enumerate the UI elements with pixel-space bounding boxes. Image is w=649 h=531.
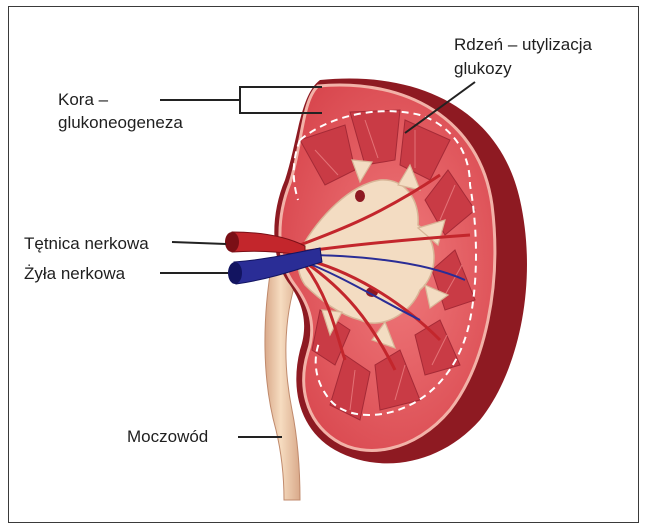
medulla-label-line2: glukozy — [454, 58, 512, 79]
medulla-label-line1: Rdzeń – utylizacja — [454, 34, 592, 55]
ureter — [265, 262, 300, 500]
artery-label: Tętnica nerkowa — [24, 233, 149, 254]
vein-label: Żyła nerkowa — [24, 263, 125, 284]
artery-leader — [172, 242, 226, 244]
cortex-label-line1: Kora – — [58, 89, 108, 110]
renal-vein-opening — [228, 262, 242, 284]
cortex-label-line2: glukoneogeneza — [58, 112, 183, 133]
renal-artery-opening — [225, 232, 239, 252]
pelvis-spot — [355, 190, 365, 202]
ureter-label: Moczowód — [127, 426, 208, 447]
